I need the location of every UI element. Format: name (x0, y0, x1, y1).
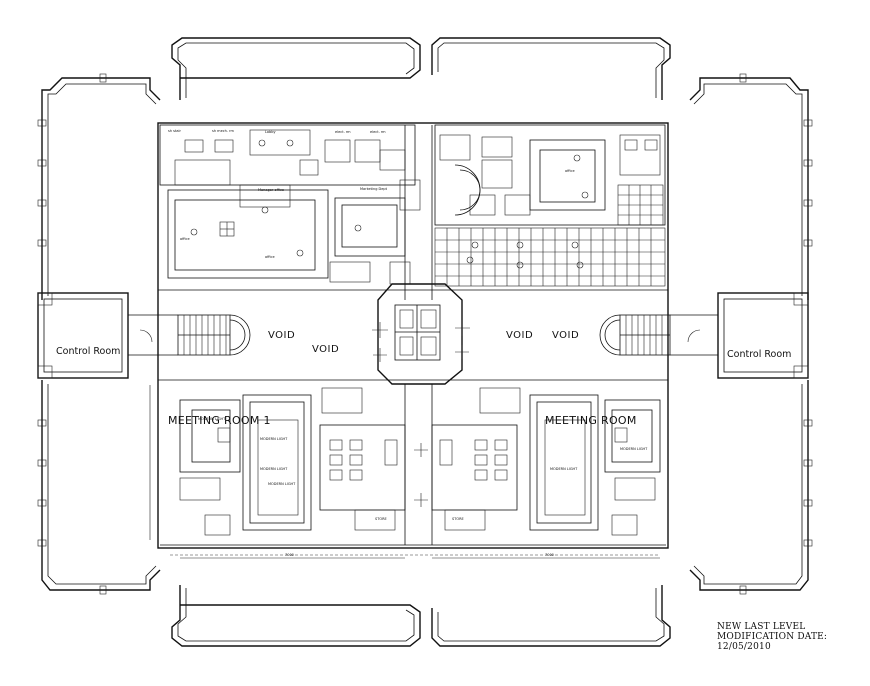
dimension-lines: 7000 7000 (149, 385, 660, 559)
control-room-right-box (670, 292, 809, 379)
svg-text:office: office (265, 255, 275, 259)
void-label-3: VOID (506, 330, 533, 341)
svg-text:office: office (565, 169, 575, 173)
meeting-room-label: MEETING ROOM (545, 414, 637, 427)
svg-text:7000: 7000 (545, 553, 554, 557)
svg-text:office: office (180, 237, 190, 241)
svg-text:sh mech. rm: sh mech. rm (212, 129, 234, 133)
svg-text:MODERN LIGHT: MODERN LIGHT (260, 467, 288, 471)
svg-text:Marketing Dept: Marketing Dept (360, 187, 388, 191)
title-block: NEW LAST LEVEL MODIFICATION DATE: 12/05/… (717, 622, 867, 652)
top-right-services: office (434, 124, 666, 287)
svg-text:STORE: STORE (375, 517, 387, 521)
meeting-room-1-label: MEETING ROOM 1 (168, 414, 271, 427)
void-label-2: VOID (312, 344, 339, 355)
top-left-services: sh stair sh mech. rm Lobby elect. rm ele… (159, 124, 421, 285)
title-line-2: MODIFICATION DATE: (717, 632, 828, 642)
svg-text:Lobby: Lobby (265, 130, 276, 134)
svg-text:sh stair: sh stair (168, 129, 181, 133)
svg-text:MODERN LIGHT: MODERN LIGHT (268, 482, 296, 486)
title-line-3: 12/05/2010 (717, 642, 771, 652)
svg-text:7000: 7000 (285, 553, 294, 557)
inner-core (157, 122, 669, 556)
tiled-area (434, 184, 666, 287)
svg-text:elect. rm: elect. rm (335, 130, 351, 134)
void-label-1: VOID (268, 330, 295, 341)
stair-left (177, 314, 251, 356)
meeting-room-right-area: MODERN LIGHT MODERN LIGHT STORE (431, 387, 661, 536)
meeting-room-1-area: MODERN LIGHT MODERN LIGHT MODERN LIGHT M… (179, 387, 406, 536)
svg-text:elect. rm: elect. rm (370, 130, 386, 134)
outer-envelope (37, 37, 813, 647)
control-room-left-box (37, 292, 178, 379)
svg-text:MODERN LIGHT: MODERN LIGHT (550, 467, 578, 471)
control-room-right-label: Control Room (727, 349, 791, 360)
svg-text:Manager office: Manager office (258, 188, 284, 192)
title-line-1: NEW LAST LEVEL (717, 622, 806, 632)
svg-text:MODERN LIGHT: MODERN LIGHT (260, 437, 288, 441)
stair-right (599, 314, 671, 356)
svg-text:MODERN LIGHT: MODERN LIGHT (620, 447, 648, 451)
control-room-left-label: Control Room (56, 346, 120, 357)
void-label-4: VOID (552, 330, 579, 341)
svg-text:STORE: STORE (452, 517, 464, 521)
svg-text:MODERN LIGHT: MODERN LIGHT (198, 417, 226, 421)
